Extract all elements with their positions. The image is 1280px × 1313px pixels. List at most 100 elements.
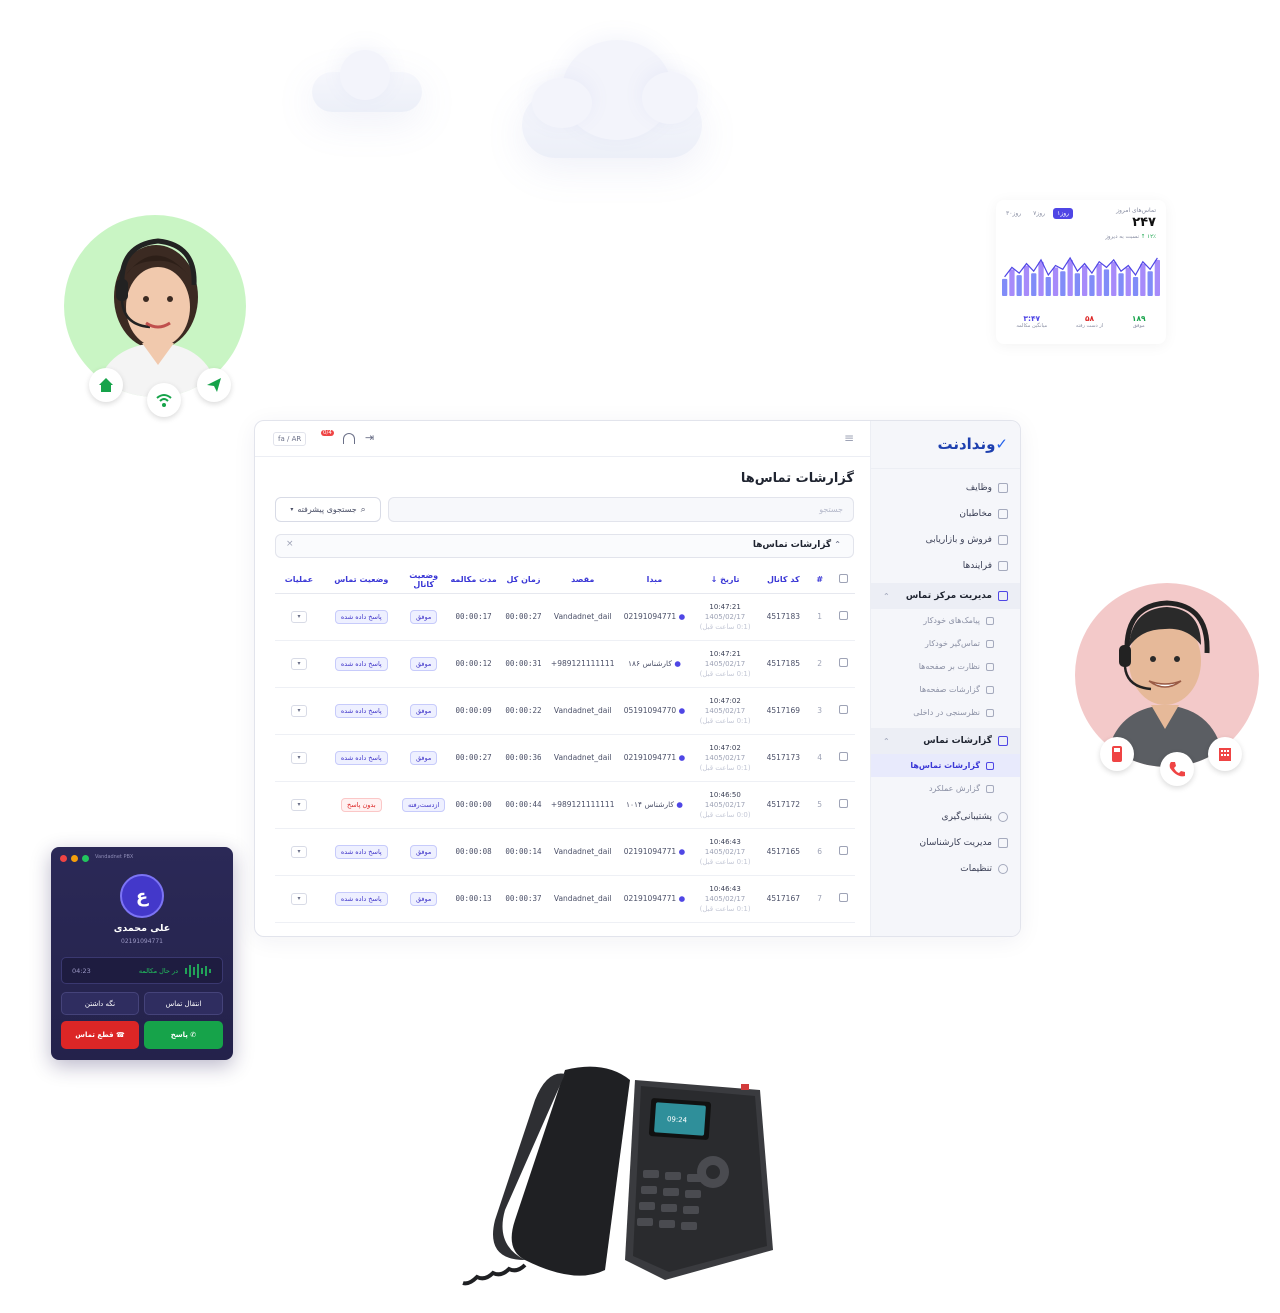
search-icon: ⌕ (360, 504, 366, 515)
sidebar-item-tasks[interactable]: وظایف (871, 475, 1020, 501)
sidebar-item-survey[interactable]: نظرسنجی در داخلی (871, 701, 1020, 724)
sidebar-group-call-center[interactable]: مدیریت مرکز تماس⌃ (871, 583, 1020, 609)
row-checkbox[interactable] (839, 658, 849, 667)
col-header-destination[interactable]: مقصد (547, 567, 619, 594)
answer-button[interactable]: پاسخ ✆ (144, 1021, 223, 1049)
send-icon (197, 368, 231, 402)
range-tab-7d[interactable]: ۷روز (1033, 210, 1046, 217)
sidebar-item-settings[interactable]: تنظیمات (871, 856, 1020, 882)
cell-source: ● 02191094771 (618, 828, 691, 876)
row-checkbox[interactable] (839, 846, 849, 855)
sidebar-item-processes[interactable]: فرایندها (871, 553, 1020, 579)
call-status-badge: پاسخ داده شده (334, 750, 388, 765)
cell-destination: Vandadnet_dail (547, 828, 619, 876)
calls-bar (1016, 275, 1022, 296)
cell-total-time: 00:00:22 (499, 687, 548, 735)
softphone-app-name: Vandadnet PBX (95, 854, 134, 860)
call-status-badge: پاسخ داده شده (334, 703, 388, 718)
headset-icon[interactable] (343, 433, 355, 444)
sidebar-item-monitoring[interactable]: نظارت بر صفحه‌ها (871, 655, 1020, 678)
window-close-dot[interactable] (60, 855, 67, 862)
channel-status-badge: موفق (410, 703, 438, 718)
sidebar-item-contacts[interactable]: مخاطبان (871, 501, 1020, 527)
col-header-talk-time[interactable]: مدت مکالمه (447, 567, 500, 594)
row-checkbox[interactable] (839, 799, 849, 808)
row-actions-dropdown[interactable]: ▾ (290, 798, 307, 811)
calls-bar (1125, 267, 1131, 296)
col-header-call-status[interactable]: وضعیت تماس (322, 567, 400, 594)
sidebar-item-queue-reports[interactable]: گزارشات صفحه‌ها (871, 678, 1020, 701)
range-tab-30d[interactable]: ۳۰روز (1006, 210, 1022, 217)
monitor-icon (986, 662, 994, 671)
search-input[interactable]: جستجو (388, 497, 854, 522)
cell-index: 2 (807, 640, 833, 688)
col-header-date[interactable]: تاریخ ↓ (690, 567, 760, 594)
col-header-channel-status[interactable]: وضعیت کانال (399, 567, 448, 594)
notification-badge: 0/4 (321, 430, 334, 436)
grid-icon (998, 483, 1008, 493)
window-minimize-dot[interactable] (71, 855, 78, 862)
calls-bar-chart (1002, 256, 1160, 296)
channel-status-badge: موفق (410, 750, 438, 765)
close-icon[interactable]: × (286, 539, 294, 549)
sidebar-item-call-reports[interactable]: گزارشات تماس‌ها (871, 754, 1020, 777)
cell-index: 6 (807, 828, 833, 876)
sidebar-item-auto-sms[interactable]: پیامک‌های خودکار (871, 609, 1020, 632)
select-all-checkbox[interactable] (839, 574, 849, 584)
filter-panel-header[interactable]: ⌃ گزارشات تماس‌ها × (275, 534, 854, 558)
window-maximize-dot[interactable] (82, 855, 89, 862)
menu-icon[interactable]: ≡ (843, 431, 854, 445)
cell-talk-time: 00:00:12 (447, 640, 500, 688)
col-header-total-time[interactable]: زمان کل (499, 567, 548, 594)
advanced-search-button[interactable]: ⌕ جستجوی پیشرفته ▾ (275, 497, 381, 522)
cell-destination: 989121111111+ (547, 781, 619, 829)
row-checkbox[interactable] (839, 611, 849, 620)
sidebar-item-support[interactable]: پشتیبانی‌گیری (871, 804, 1020, 830)
row-actions-dropdown[interactable]: ▾ (290, 751, 307, 764)
answer-icon: ✆ (190, 1031, 197, 1039)
user-icon: ● (678, 706, 686, 715)
transfer-button[interactable]: انتقال تماس (144, 992, 223, 1015)
row-actions-dropdown[interactable]: ▾ (290, 657, 307, 670)
stats-label: تماس‌های امروز (1116, 207, 1156, 214)
logout-icon[interactable]: ⇥ (365, 431, 375, 444)
range-tab-1d[interactable]: ۱روز (1053, 208, 1074, 219)
dialer-icon (986, 639, 994, 648)
phone-screen-time: 09:24 (667, 1115, 688, 1124)
col-header-source[interactable]: مبدا (618, 567, 691, 594)
sidebar-item-agents[interactable]: مدیریت کارشناسان (871, 830, 1020, 856)
sidebar-group-call-reports[interactable]: گزارشات تماس⌃ (871, 728, 1020, 754)
calls-bar (1089, 275, 1095, 296)
row-checkbox[interactable] (839, 705, 849, 714)
cell-index: 4 (807, 734, 833, 782)
stats-value: ۲۴۷ (1132, 215, 1156, 230)
language-switch[interactable]: fa / AR (273, 432, 307, 446)
row-checkbox[interactable] (839, 893, 849, 902)
row-actions-dropdown[interactable]: ▾ (290, 704, 307, 717)
call-status-bar: 04:23 در حال مکالمه (61, 957, 223, 984)
row-actions-dropdown[interactable]: ▾ (290, 845, 307, 858)
row-actions-dropdown[interactable]: ▾ (290, 892, 307, 905)
sidebar-item-auto-dialer[interactable]: تماس‌گیر خودکار (871, 632, 1020, 655)
hold-button[interactable]: نگه داشتن (61, 992, 139, 1015)
brand-logo[interactable]: ✓وندادنت (871, 421, 1020, 469)
users-icon (998, 509, 1008, 519)
row-checkbox[interactable] (839, 752, 849, 761)
metric-avg-talk: ۳:۴۷ میانگین مکالمه (1016, 314, 1048, 329)
cell-total-time: 00:00:36 (499, 734, 548, 782)
notification-bell[interactable]: 0/4 (321, 430, 337, 445)
hangup-button[interactable]: قطع تماس ☎ (61, 1021, 139, 1049)
sidebar-item-performance[interactable]: گزارش عملکرد (871, 777, 1020, 800)
sidebar-item-sales[interactable]: فروش و بازاریابی (871, 527, 1020, 553)
row-actions-dropdown[interactable]: ▾ (290, 610, 307, 623)
col-header-channel-code[interactable]: کد کانال (759, 567, 808, 594)
